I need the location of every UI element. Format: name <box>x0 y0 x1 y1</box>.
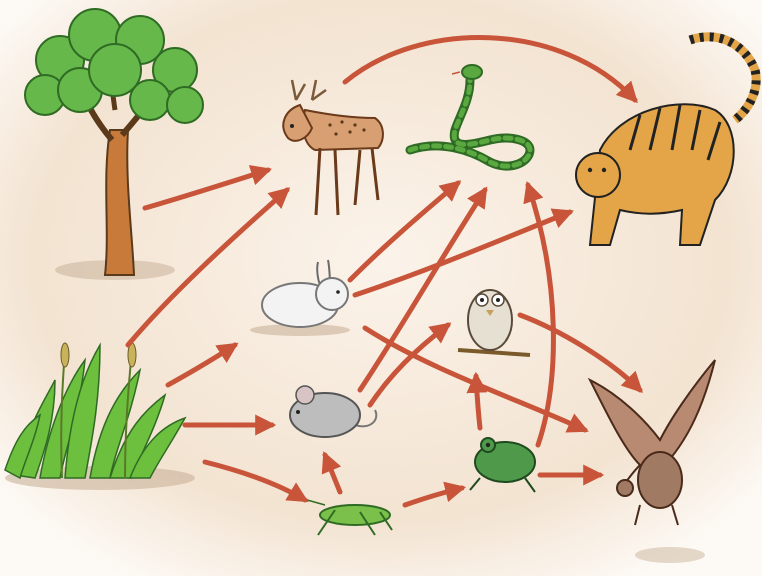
food-web-diagram <box>0 0 762 576</box>
food-web-svg <box>0 0 762 576</box>
